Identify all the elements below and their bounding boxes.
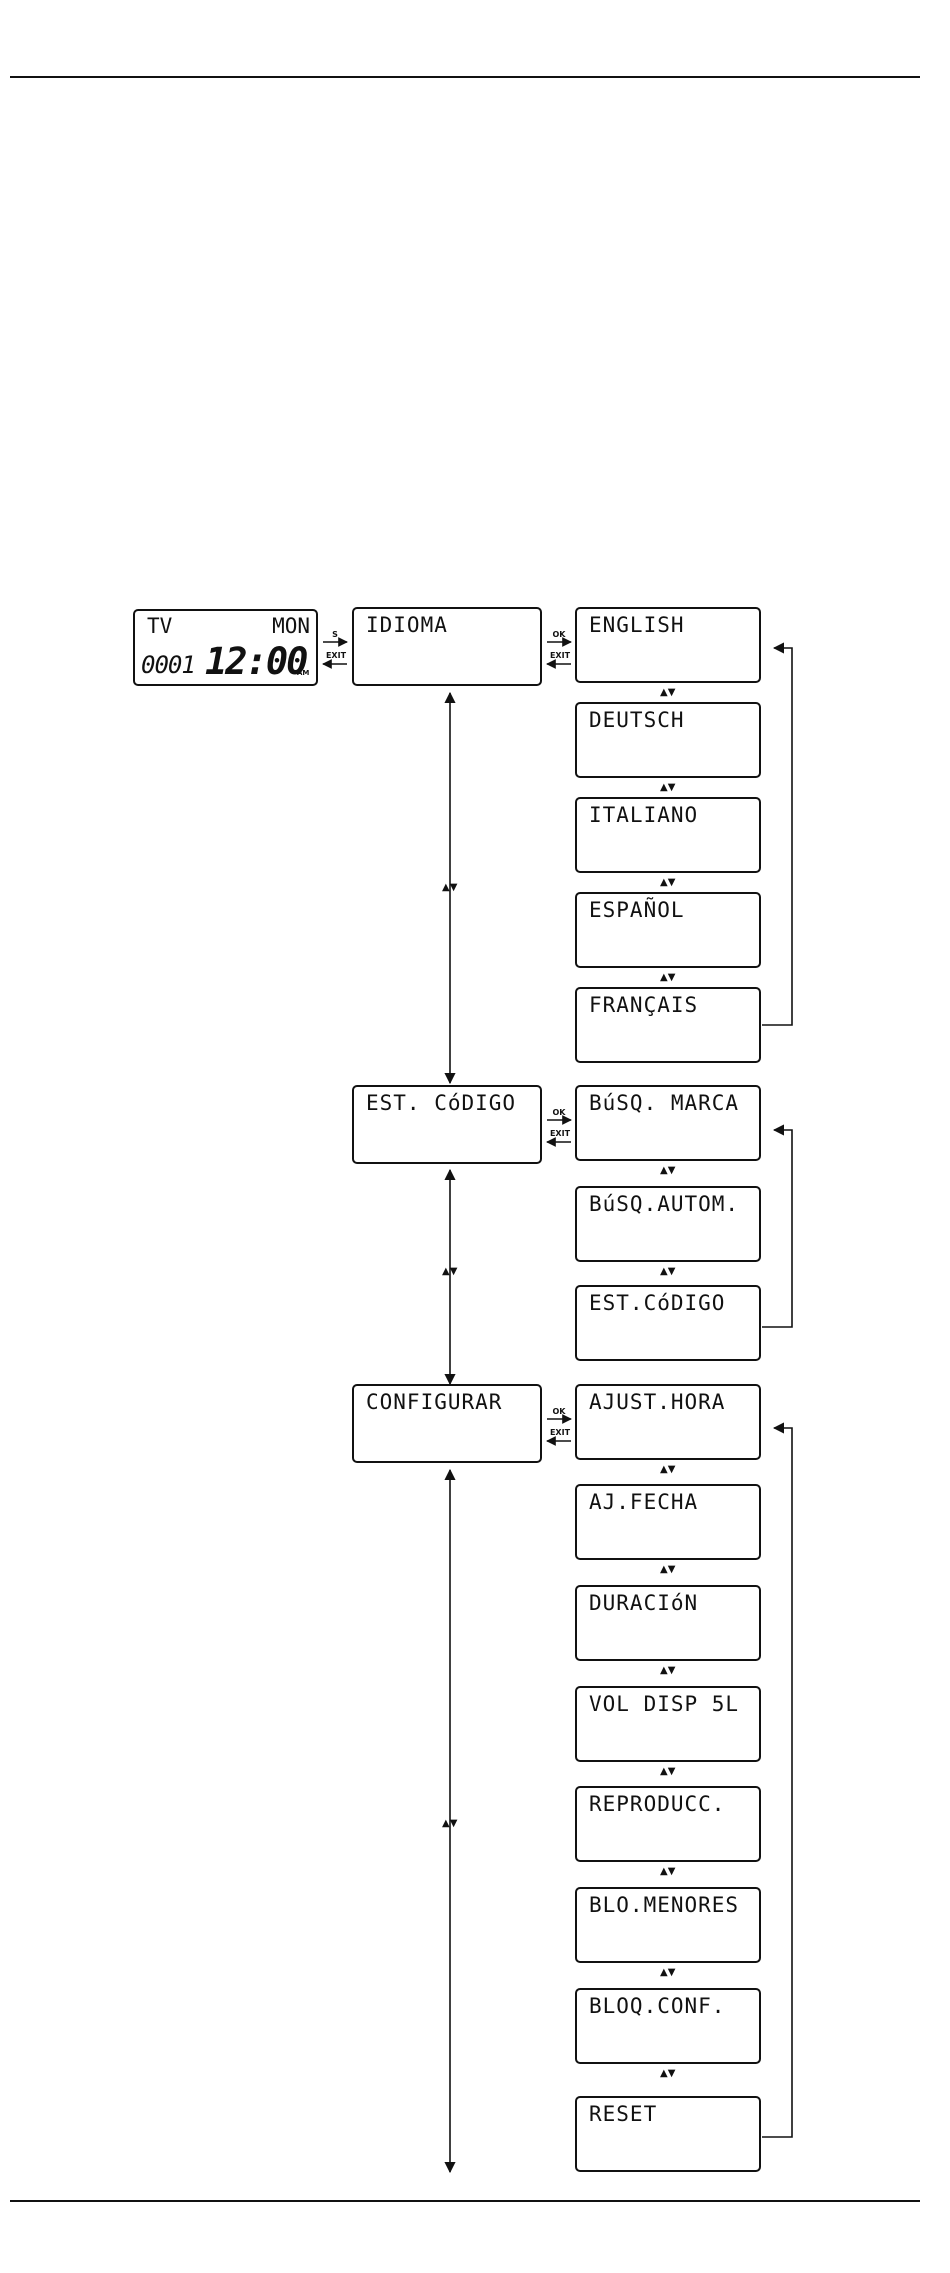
option-reproducc-label: REPRODUCC. [589, 1792, 725, 1816]
option-vol-disp-label: VOL DISP 5L [589, 1692, 739, 1716]
option-est-codigo: EST.CóDIGO [575, 1285, 761, 1361]
option-espanol-label: ESPAÑOL [589, 898, 685, 922]
option-english-label: ENGLISH [589, 613, 685, 637]
option-ajust-hora-label: AJUST.HORA [589, 1390, 725, 1414]
option-italiano-label: ITALIANO [589, 803, 698, 827]
option-duracion: DURACIóN [575, 1585, 761, 1661]
main-nav-arrows-3: ▲▼ [442, 1819, 457, 1829]
option-espanol: ESPAÑOL [575, 892, 761, 968]
option-nav-arrows: ▲▼ [660, 1166, 675, 1176]
option-busq-marca-label: BúSQ. MARCA [589, 1091, 739, 1115]
option-aj-fecha: AJ.FECHA [575, 1484, 761, 1560]
option-nav-arrows: ▲▼ [660, 1565, 675, 1575]
option-nav-arrows: ▲▼ [660, 1267, 675, 1277]
main-nav-arrows-2: ▲▼ [442, 1267, 457, 1277]
menu-est-codigo: EST. CóDIGO [352, 1085, 542, 1164]
option-busq-autom-label: BúSQ.AUTOM. [589, 1192, 739, 1216]
codigo-loop-line [762, 1130, 792, 1327]
option-nav-arrows: ▲▼ [660, 1968, 675, 1978]
menu-configurar: CONFIGURAR [352, 1384, 542, 1463]
option-nav-arrows: ▲▼ [660, 973, 675, 983]
option-busq-autom: BúSQ.AUTOM. [575, 1186, 761, 1262]
option-nav-arrows: ▲▼ [660, 783, 675, 793]
ok-key-label-2: OK [549, 1108, 569, 1117]
option-nav-arrows: ▲▼ [660, 1767, 675, 1777]
option-nav-arrows: ▲▼ [660, 1465, 675, 1475]
option-duracion-label: DURACIóN [589, 1591, 698, 1615]
menu-idioma-label: IDIOMA [366, 613, 448, 637]
exit-key-label-1: EXIT [323, 651, 349, 660]
display-ampm: AM [297, 669, 309, 677]
option-nav-arrows: ▲▼ [660, 1666, 675, 1676]
idioma-loop-line [762, 648, 792, 1025]
option-vol-disp: VOL DISP 5L [575, 1686, 761, 1762]
main-nav-arrows-1: ▲▼ [442, 883, 457, 893]
option-nav-arrows: ▲▼ [660, 2069, 675, 2079]
standby-display: TV MON 0001 12:00 AM [133, 609, 318, 686]
option-blo-menores: BLO.MENORES [575, 1887, 761, 1963]
option-reset-label: RESET [589, 2102, 657, 2126]
exit-key-label-2: EXIT [547, 651, 573, 660]
option-bloq-conf: BLOQ.CONF. [575, 1988, 761, 2064]
option-est-codigo-label: EST.CóDIGO [589, 1291, 725, 1315]
setup-key-label: S [325, 630, 345, 639]
config-loop-line [762, 1428, 792, 2137]
display-time: 12:00 [205, 642, 306, 682]
option-nav-arrows: ▲▼ [660, 1867, 675, 1877]
option-aj-fecha-label: AJ.FECHA [589, 1490, 698, 1514]
display-mode: TV [147, 614, 172, 638]
option-nav-arrows: ▲▼ [660, 878, 675, 888]
option-francais: FRANÇAIS [575, 987, 761, 1063]
option-reset: RESET [575, 2096, 761, 2172]
exit-key-label-3: EXIT [547, 1129, 573, 1138]
option-ajust-hora: AJUST.HORA [575, 1384, 761, 1460]
ok-key-label-3: OK [549, 1407, 569, 1416]
ok-key-label-1: OK [549, 630, 569, 639]
option-deutsch: DEUTSCH [575, 702, 761, 778]
menu-idioma: IDIOMA [352, 607, 542, 686]
option-deutsch-label: DEUTSCH [589, 708, 685, 732]
display-day: MON [272, 614, 310, 638]
option-nav-arrows: ▲▼ [660, 688, 675, 698]
menu-configurar-label: CONFIGURAR [366, 1390, 502, 1414]
display-code: 0001 [141, 651, 195, 679]
option-blo-menores-label: BLO.MENORES [589, 1893, 739, 1917]
option-francais-label: FRANÇAIS [589, 993, 698, 1017]
option-reproducc: REPRODUCC. [575, 1786, 761, 1862]
option-bloq-conf-label: BLOQ.CONF. [589, 1994, 725, 2018]
menu-est-codigo-label: EST. CóDIGO [366, 1091, 516, 1115]
exit-key-label-4: EXIT [547, 1428, 573, 1437]
option-italiano: ITALIANO [575, 797, 761, 873]
option-busq-marca: BúSQ. MARCA [575, 1085, 761, 1161]
option-english: ENGLISH [575, 607, 761, 683]
